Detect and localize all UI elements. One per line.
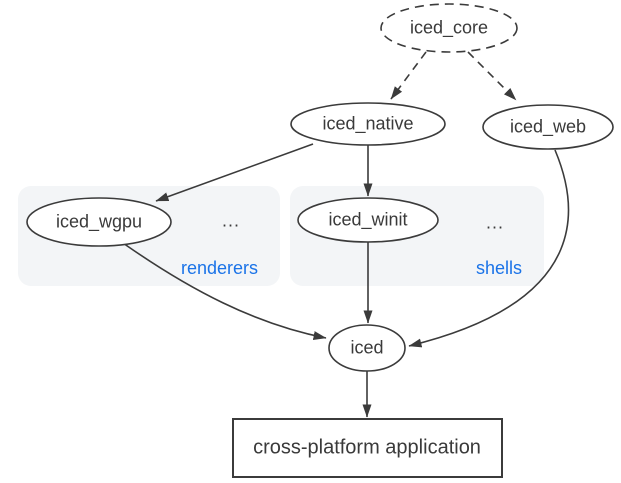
node-label-app: cross-platform application xyxy=(253,436,481,459)
edge-iced-wgpu-to-iced xyxy=(122,242,327,340)
group-label-shells: shells xyxy=(475,258,522,278)
node-label-iced-web: iced_web xyxy=(509,116,587,137)
edge-iced-web-to-iced xyxy=(408,149,570,348)
node-shape-app xyxy=(232,418,503,478)
edge-iced-core-to-iced-web xyxy=(467,51,517,101)
shells-ellipsis: ... xyxy=(485,212,505,233)
node-label-iced-core: iced_core xyxy=(409,17,489,38)
node-shape-iced-wgpu xyxy=(26,197,172,247)
group-label-renderers: renderers xyxy=(180,258,258,278)
node-label-iced-winit: iced_winit xyxy=(328,209,408,230)
node-label-iced: iced xyxy=(350,337,384,358)
node-shape-iced xyxy=(328,324,406,372)
node-shape-iced-core xyxy=(380,3,518,53)
node-shape-iced-winit xyxy=(297,197,439,243)
renderers-ellipsis: ... xyxy=(221,210,241,231)
node-shape-iced-native xyxy=(290,102,446,146)
edge-iced-core-to-iced-native xyxy=(390,51,427,100)
node-shape-iced-web xyxy=(482,104,614,150)
node-label-iced-native: iced_native xyxy=(322,113,414,134)
node-label-iced-wgpu: iced_wgpu xyxy=(55,211,143,232)
edge-iced-native-to-iced-wgpu xyxy=(155,143,314,202)
